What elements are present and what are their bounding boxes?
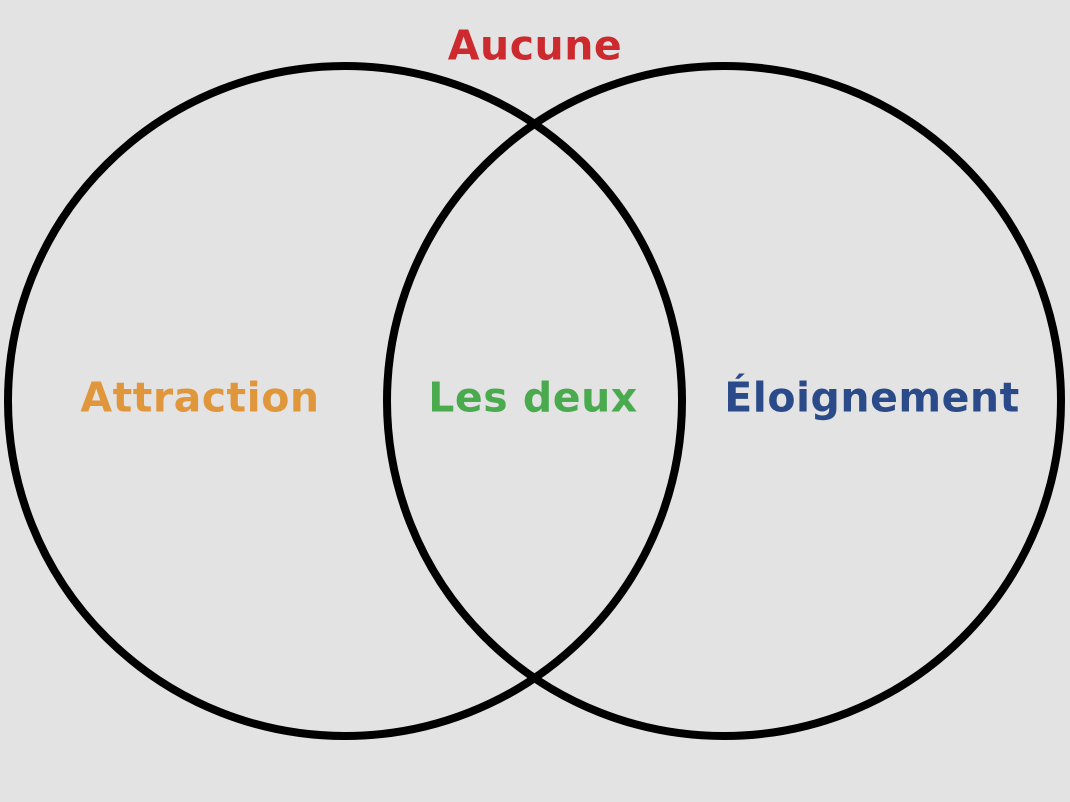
label-eloignement: Éloignement xyxy=(724,373,1020,422)
label-both: Les deux xyxy=(428,373,638,422)
right-circle xyxy=(383,62,1065,740)
label-none: Aucune xyxy=(447,21,623,70)
left-circle xyxy=(4,62,686,740)
label-attraction: Attraction xyxy=(80,373,320,422)
